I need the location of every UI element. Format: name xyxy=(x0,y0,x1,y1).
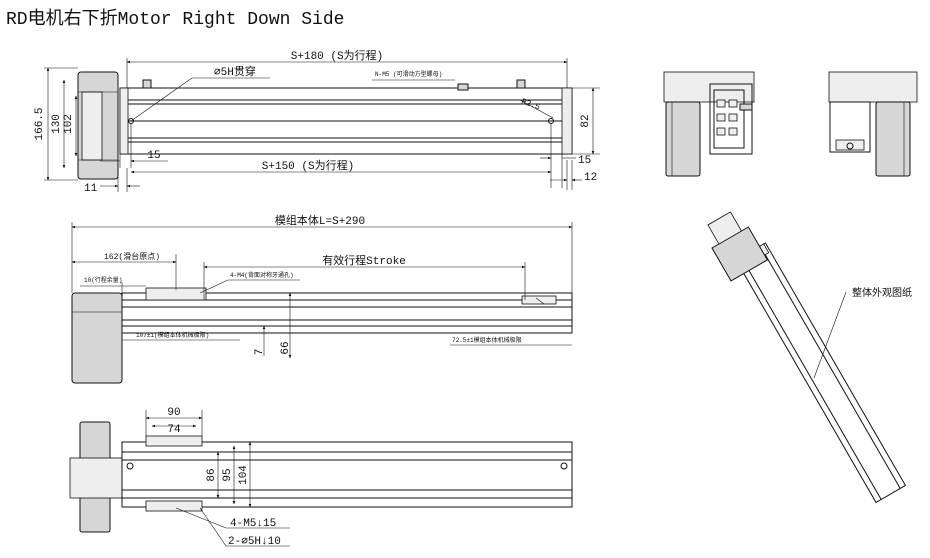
side-view: 模组本体L=S+290 162(滑台原点) 有效行程Stroke 10(行程余量… xyxy=(71,213,573,384)
hole-5h-label: 2-∅5H↓10 xyxy=(228,536,281,548)
hole-mark xyxy=(128,118,134,124)
drawing-title: RD电机右下折Motor Right Down Side xyxy=(6,10,345,30)
dim-15-left: 15 xyxy=(147,150,160,162)
slot-nut-label: N-M5 (可滑动方型螺母) xyxy=(375,70,442,78)
dim-72-5: 72.5±1模组本体机械极限 xyxy=(452,336,522,344)
top-view: 166.5 130 102 S+180 (S为行程) ∅5H贯穿 N-M5 (可… xyxy=(34,49,600,195)
dim-15-right: 15 xyxy=(578,155,591,167)
dim-130: 130 xyxy=(51,114,63,134)
dim-166-5: 166.5 xyxy=(34,107,46,140)
effective-stroke: 有效行程Stroke xyxy=(322,253,406,268)
dim-90: 90 xyxy=(167,407,180,419)
hole-label: ∅5H贯穿 xyxy=(214,64,256,79)
dim-102: 102 xyxy=(63,114,75,134)
end-view-left xyxy=(663,71,755,177)
m5-thread-label: 4-M5↓15 xyxy=(230,518,276,530)
end-view-right xyxy=(828,71,918,177)
dim-10: 10(行程余量) xyxy=(84,276,122,284)
dim-74: 74 xyxy=(167,424,181,436)
dim-7: 7 xyxy=(254,349,266,356)
dim-104: 104 xyxy=(238,465,250,485)
dim-s-plus-150: S+150 (S为行程) xyxy=(262,159,354,173)
overall-appearance-label: 整体外观图纸 xyxy=(852,286,912,300)
dim-82: 82 xyxy=(580,114,592,127)
bottom-view: 90 74 86 95 104 4-M5↓15 2-∅5H↓10 xyxy=(69,407,573,548)
m4-thread-label: 4-M4(背面对称牙通孔) xyxy=(230,271,294,279)
dim-12: 12 xyxy=(584,172,597,184)
dim-11: 11 xyxy=(84,183,98,195)
dim-107: 107±1(模组本体机械极限) xyxy=(136,331,209,339)
dim-95: 95 xyxy=(222,468,234,481)
dim-module-length: 模组本体L=S+290 xyxy=(275,213,365,228)
dim-s-plus-180: S+180 (S为行程) xyxy=(291,49,383,63)
dim-66: 66 xyxy=(280,341,292,354)
iso-view: 整体外观图纸 xyxy=(707,211,912,504)
dim-86: 86 xyxy=(206,468,218,481)
dim-162: 162(滑台原点) xyxy=(104,251,160,262)
